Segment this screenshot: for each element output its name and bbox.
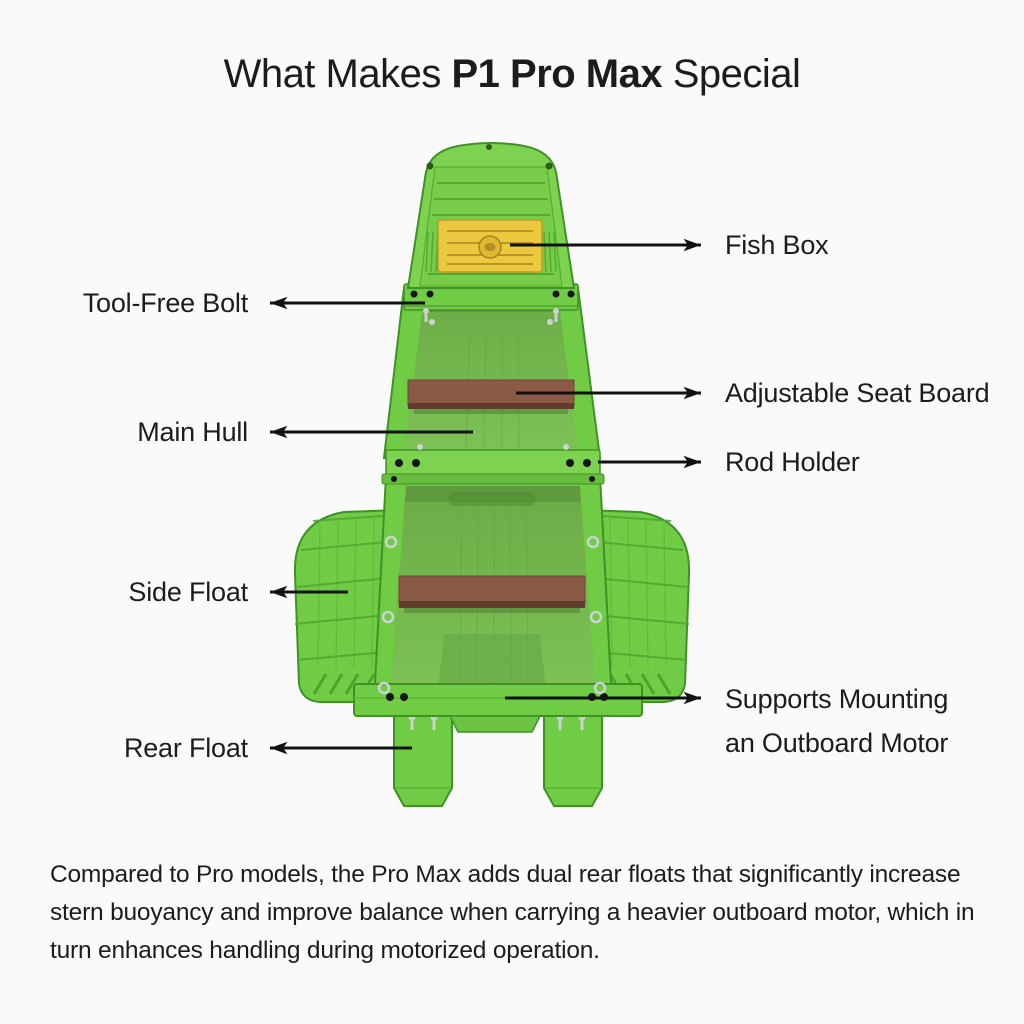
rear-float-left-part xyxy=(393,705,453,807)
callout-arrows xyxy=(270,238,701,755)
callout-label-tool-free-bolt: Tool-Free Bolt xyxy=(82,288,248,318)
float-eyelets xyxy=(377,535,607,695)
page-title: What Makes P1 Pro Max Special xyxy=(0,52,1024,97)
bow-deck-part xyxy=(406,142,576,289)
tool-free-bolt-part xyxy=(403,283,579,322)
title-prefix: What Makes xyxy=(223,52,452,96)
title-product-name: P1 Pro Max xyxy=(451,52,663,96)
side-float-left-part xyxy=(293,508,401,703)
fish-box-part xyxy=(437,219,543,273)
rear-float-right-part xyxy=(543,705,603,807)
rod-holder-part xyxy=(381,444,605,485)
seat-board-front-part xyxy=(407,379,575,414)
callout-label-side-float: Side Float xyxy=(128,577,248,607)
callout-label-outboard-motor: Supports Mounting an Outboard Motor xyxy=(725,677,948,765)
seat-board-rear-part xyxy=(398,575,586,613)
transom-part xyxy=(353,683,643,733)
callout-label-outboard-motor-line2: an Outboard Motor xyxy=(725,728,949,758)
callout-label-rod-holder: Rod Holder xyxy=(725,447,860,477)
callout-label-adjustable-seat-board: Adjustable Seat Board xyxy=(725,378,990,408)
callout-label-main-hull: Main Hull xyxy=(137,417,248,447)
callout-label-rear-float: Rear Float xyxy=(123,733,248,763)
callout-label-fish-box: Fish Box xyxy=(725,230,829,260)
callout-label-outboard-motor-line1: Supports Mounting xyxy=(725,684,949,714)
title-suffix: Special xyxy=(662,52,801,96)
description-text: Compared to Pro models, the Pro Max adds… xyxy=(50,861,975,964)
